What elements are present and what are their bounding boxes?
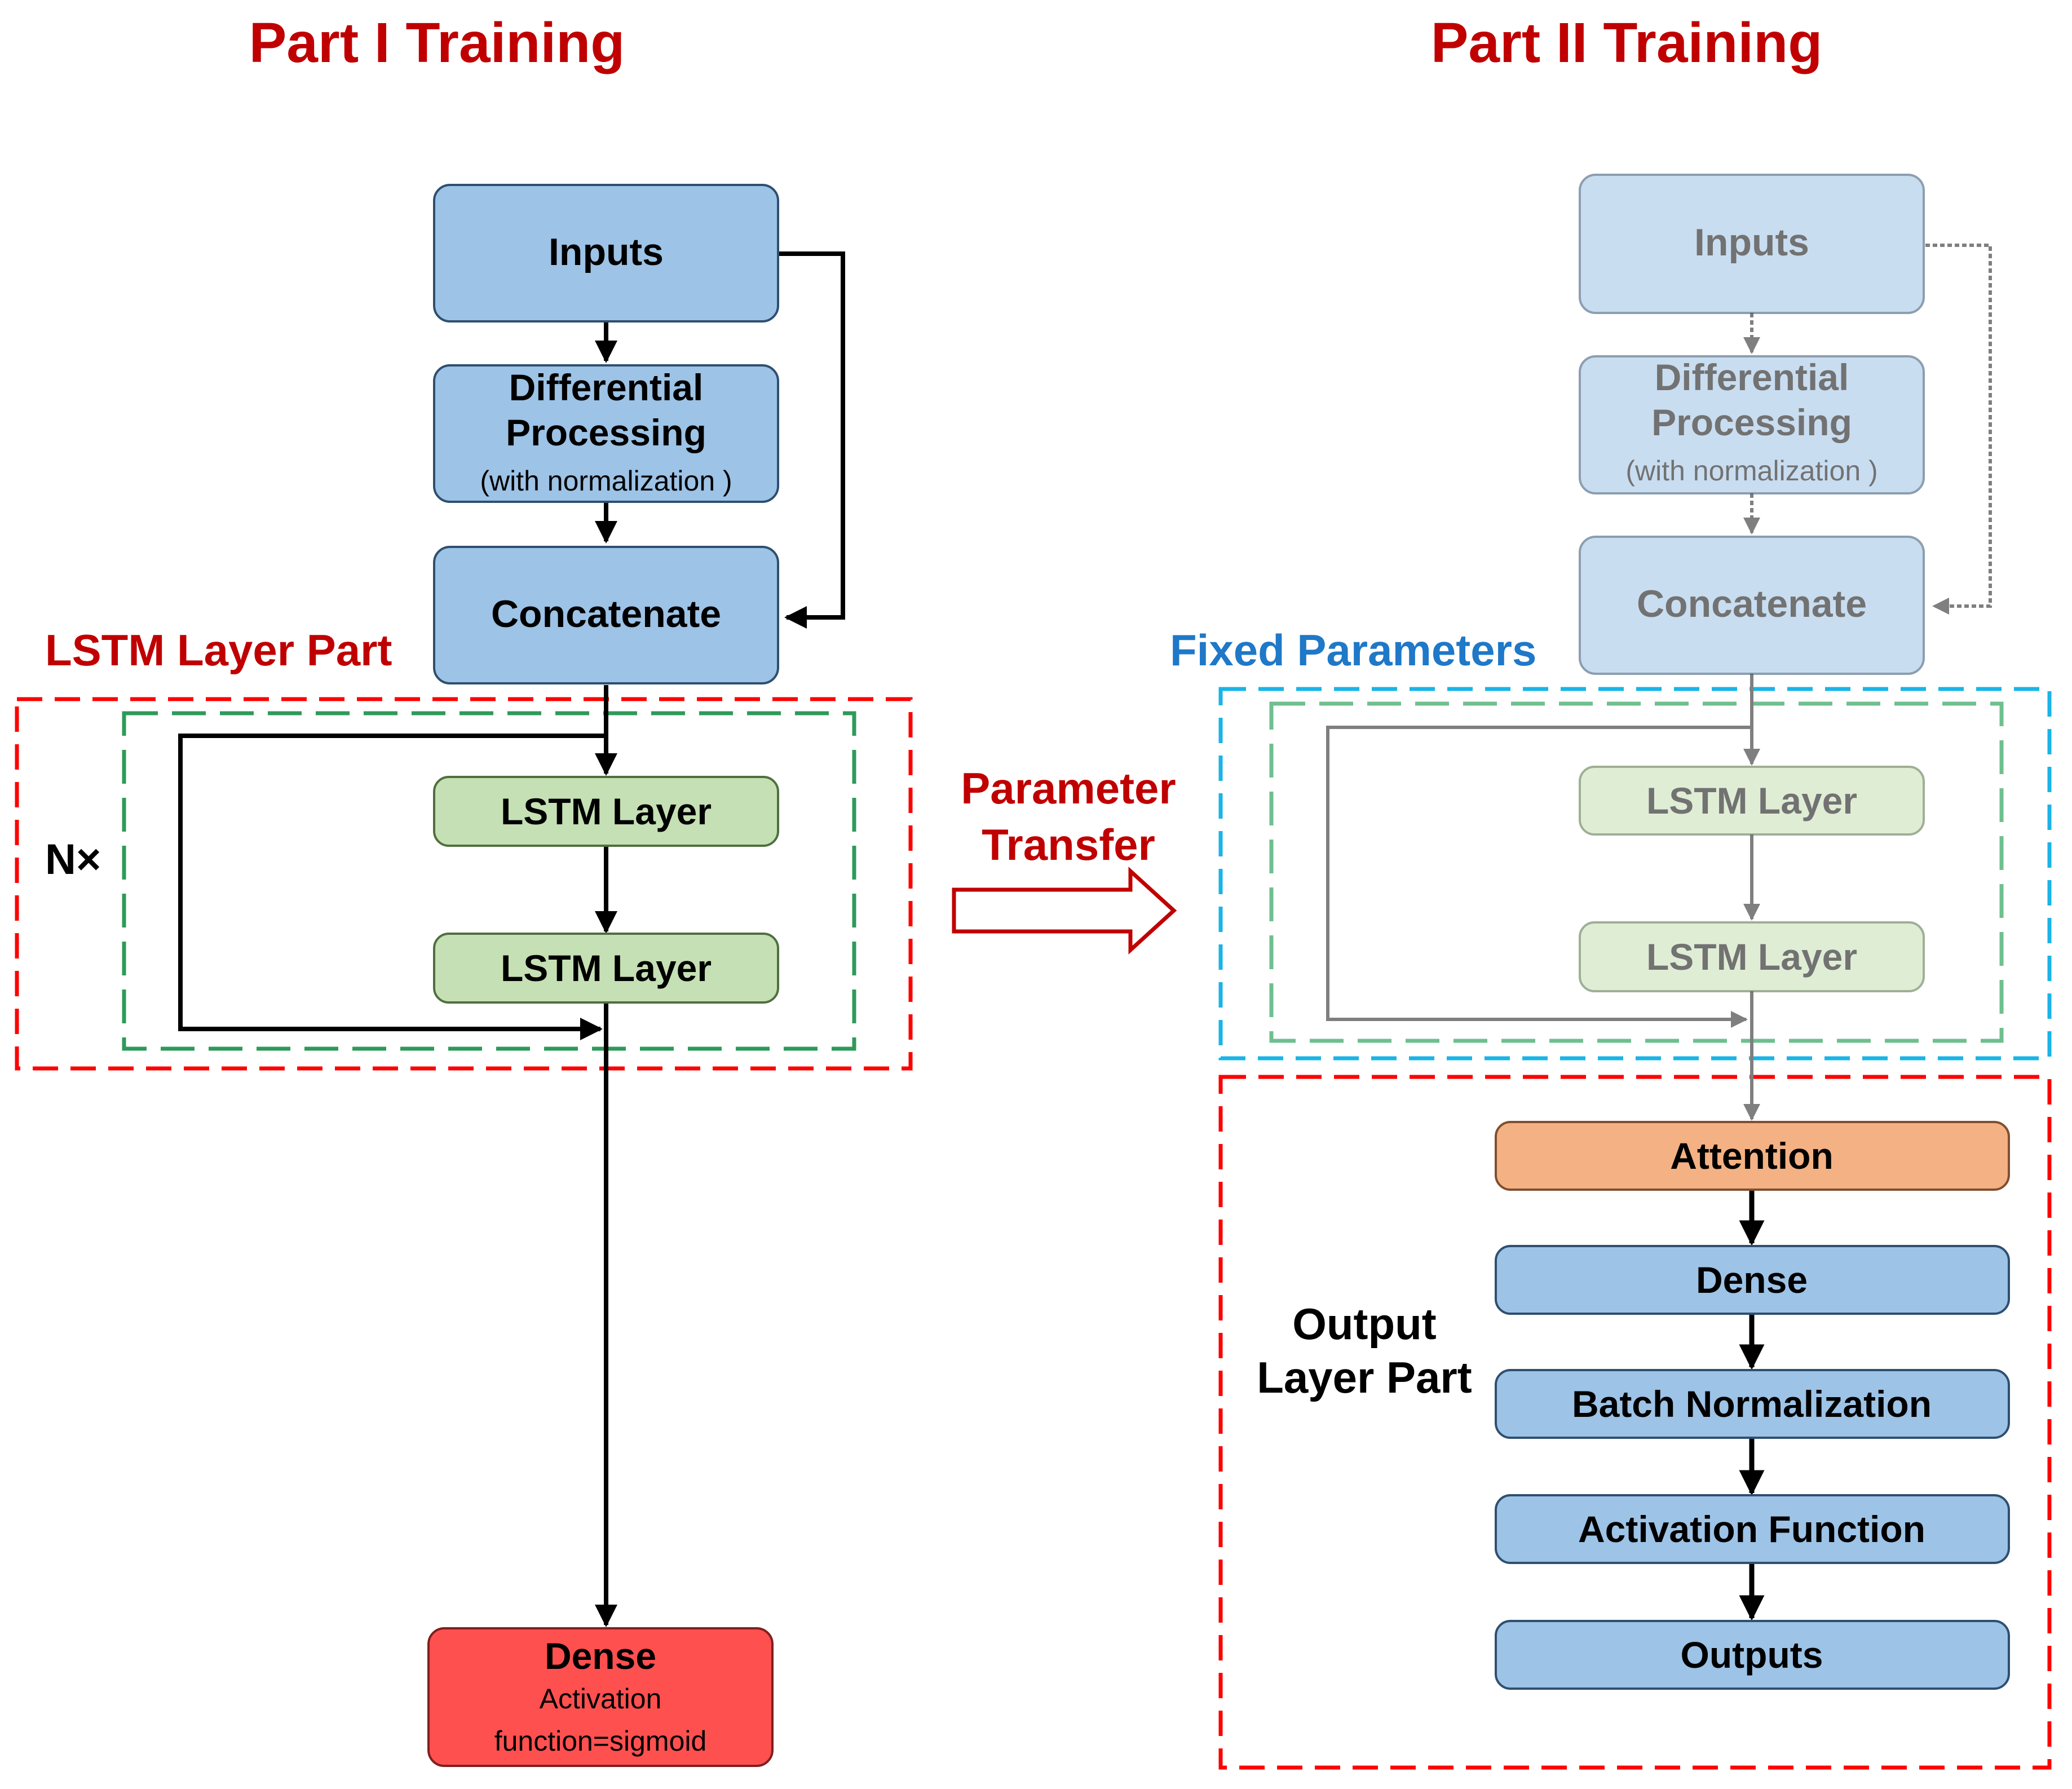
p2-dense-label: Dense: [1696, 1259, 1808, 1301]
lstm-section-border: [15, 697, 913, 1071]
p2-concatenate-label: Concatenate: [1637, 582, 1867, 625]
p2-batch-norm-box: Batch Normalization: [1495, 1369, 2010, 1439]
p2-concatenate-box: Concatenate: [1579, 536, 1925, 675]
p2-differential-box: Differential Processing (with normalizat…: [1579, 355, 1925, 494]
p2-lstm-box-1: LSTM Layer: [1579, 766, 1925, 836]
transfer-label-line2: Transfer: [982, 820, 1155, 869]
p2-lstm-box-2: LSTM Layer: [1579, 921, 1925, 992]
output-section-label-line2: Layer Part: [1257, 1353, 1472, 1402]
p2-attention-label: Attention: [1670, 1135, 1834, 1177]
p1-dense-line2: function=sigmoid: [494, 1725, 707, 1757]
p2-batch-norm-label: Batch Normalization: [1572, 1383, 1932, 1425]
output-section-label-line1: Output: [1292, 1299, 1437, 1349]
p2-lstm-label-2: LSTM Layer: [1646, 936, 1857, 978]
p2-attention-box: Attention: [1495, 1121, 2010, 1191]
p2-differential-line2: Processing: [1651, 401, 1852, 443]
p2-differential-note: (with normalization ): [1625, 455, 1877, 487]
p2-lstm-label-1: LSTM Layer: [1646, 780, 1857, 821]
p1-differential-note: (with normalization ): [480, 465, 732, 497]
p2-activation-box: Activation Function: [1495, 1494, 2010, 1564]
p1-lstm-box-1: LSTM Layer: [433, 776, 779, 847]
transfer-label-line1: Parameter: [961, 763, 1176, 813]
p2-outputs-box: Outputs: [1495, 1620, 2010, 1690]
p1-dense-title: Dense: [545, 1635, 656, 1677]
lstm-repeat-border: [122, 711, 856, 1051]
p1-lstm-box-2: LSTM Layer: [433, 933, 779, 1004]
p2-differential-line1: Differential: [1655, 356, 1849, 398]
part1-connectors: [178, 251, 845, 1627]
part2-fixed-connectors: [1326, 244, 1992, 1121]
p2-inputs-box: Inputs: [1579, 174, 1925, 314]
lstm-section-label: LSTM Layer Part: [45, 625, 392, 675]
repeat-label: N×: [45, 836, 101, 884]
p1-differential-box: Differential Processing (with normalizat…: [433, 364, 779, 503]
p1-dense-line1: Activation: [540, 1683, 662, 1715]
p2-outputs-label: Outputs: [1681, 1634, 1823, 1676]
p1-differential-line1: Differential: [509, 366, 704, 408]
p1-lstm-label-2: LSTM Layer: [501, 947, 712, 989]
p1-differential-line2: Processing: [506, 412, 706, 453]
p1-inputs-box: Inputs: [433, 184, 779, 323]
p1-concatenate-box: Concatenate: [433, 546, 779, 684]
p1-dense-box: Dense Activation function=sigmoid: [427, 1627, 774, 1767]
part1-title: Part I Training: [249, 11, 625, 74]
output-section-border: [1218, 1075, 2052, 1770]
fixed-params-border: [1218, 687, 2052, 1061]
transfer-arrow: [952, 867, 1177, 955]
p2-fixed-boxes: Inputs Differential Processing (with nor…: [1579, 174, 1925, 992]
p2-inputs-label: Inputs: [1694, 221, 1809, 264]
fixed-params-label: Fixed Parameters: [1170, 625, 1536, 675]
p2-lstm-repeat-border: [1269, 701, 2004, 1043]
p1-inputs-label: Inputs: [549, 231, 664, 273]
p1-lstm-label-1: LSTM Layer: [501, 790, 712, 832]
p1-concatenate-label: Concatenate: [491, 593, 721, 635]
p2-activation-label: Activation Function: [1578, 1508, 1925, 1550]
p2-dense-box: Dense: [1495, 1245, 2010, 1315]
part2-title: Part II Training: [1431, 11, 1823, 74]
